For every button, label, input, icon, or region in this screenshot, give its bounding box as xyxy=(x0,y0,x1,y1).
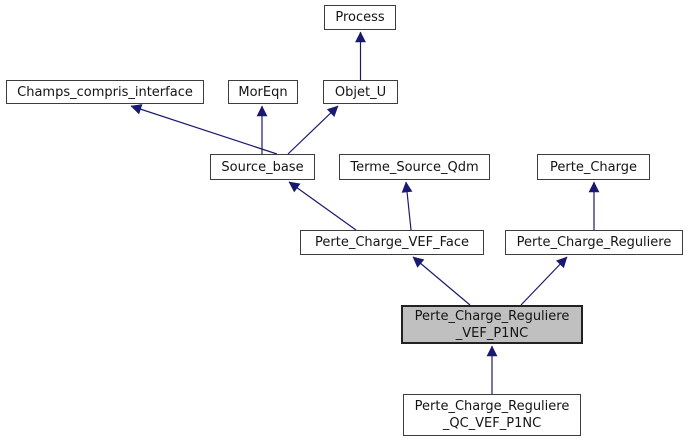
node-terme-source-qdm[interactable]: Terme_Source_Qdm xyxy=(339,154,490,180)
node-perte-charge-reguliere-vef-p1nc: Perte_Charge_Reguliere _VEF_P1NC xyxy=(401,305,583,344)
node-champs-compris-interface-label: Champs_compris_interface xyxy=(17,84,193,100)
node-perte-charge-reguliere-qc-vef-p1nc-label-line1: Perte_Charge_Reguliere xyxy=(414,399,570,414)
edge-sourcebase-to-objetu xyxy=(287,105,339,155)
node-perte-charge-vef-face-label: Perte_Charge_VEF_Face xyxy=(315,235,469,250)
node-perte-charge-reguliere-qc-vef-p1nc[interactable]: Perte_Charge_Reguliere _QC_VEF_P1NC xyxy=(403,394,581,436)
node-perte-charge-label: Perte_Charge xyxy=(550,159,637,175)
node-perte-charge-vef-face[interactable]: Perte_Charge_VEF_Face xyxy=(300,230,484,255)
edge-sourcebase-to-champs-compris-interface xyxy=(130,104,278,155)
edge-vefface-to-sourcebase xyxy=(288,181,357,231)
node-perte-charge-reguliere-vef-p1nc-label-line2: _VEF_P1NC xyxy=(455,325,529,341)
node-source-base-label: Source_base xyxy=(221,159,304,175)
node-objet-u-label: Objet_U xyxy=(334,84,387,100)
node-terme-source-qdm-label: Terme_Source_Qdm xyxy=(350,159,479,175)
node-perte-charge-reguliere[interactable]: Perte_Charge_Reguliere xyxy=(505,230,683,255)
node-moreqn[interactable]: MorEqn xyxy=(228,80,298,104)
node-champs-compris-interface[interactable]: Champs_compris_interface xyxy=(6,80,204,104)
node-objet-u[interactable]: Objet_U xyxy=(323,80,398,104)
node-moreqn-label: MorEqn xyxy=(238,84,288,100)
node-process-label: Process xyxy=(335,10,385,25)
node-perte-charge-reguliere-vef-p1nc-label-line1: Perte_Charge_Reguliere xyxy=(414,308,570,324)
node-perte-charge-reguliere-qc-vef-p1nc-label-line2: _QC_VEF_P1NC xyxy=(442,416,542,431)
node-process[interactable]: Process xyxy=(324,5,396,30)
edge-vefface-to-termesourceqdm xyxy=(401,181,413,231)
edge-vefp1nc-to-vefface xyxy=(412,256,471,306)
edge-vefp1nc-to-reguliere xyxy=(520,256,568,306)
node-perte-charge-reguliere-label: Perte_Charge_Reguliere xyxy=(516,235,672,250)
node-source-base[interactable]: Source_base xyxy=(210,154,315,180)
node-perte-charge[interactable]: Perte_Charge xyxy=(537,154,650,180)
